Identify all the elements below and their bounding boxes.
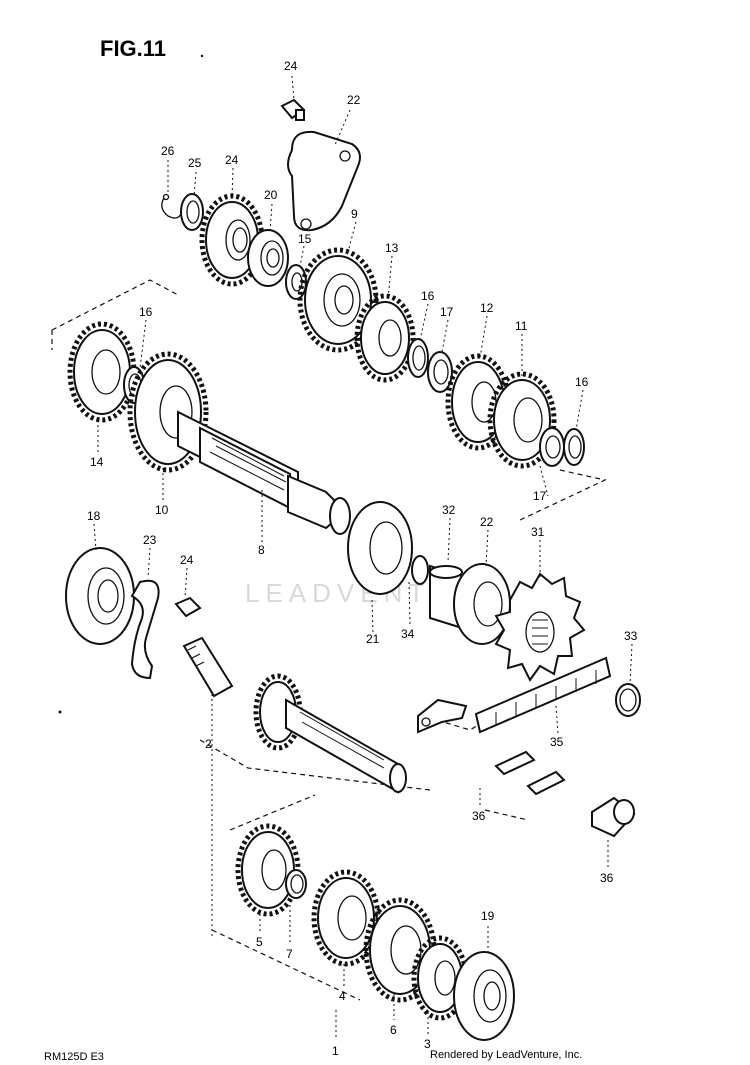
- washer-28: [180, 193, 204, 231]
- screw-26: [280, 98, 306, 121]
- washer-15: [285, 264, 307, 300]
- countershaft-assembly-outline: [51, 279, 607, 521]
- callout-33: 34: [401, 627, 415, 641]
- dowel-pin-36: [591, 796, 636, 838]
- callout-26: 24: [284, 59, 298, 73]
- callout-24: 24: [180, 553, 194, 567]
- callout-16-right: 16: [575, 375, 589, 389]
- callout-19: 19: [481, 909, 495, 923]
- callout-10: 10: [155, 503, 169, 517]
- screw-24: [174, 596, 202, 618]
- gear-3: [411, 935, 469, 1021]
- snap-ring-33: [411, 555, 429, 585]
- callout-4: 4: [339, 989, 346, 1003]
- callout-32: 33: [624, 629, 638, 643]
- bearing-19: [453, 951, 515, 1041]
- callout-1: 1: [332, 1044, 339, 1058]
- callout-21: 21: [366, 632, 380, 646]
- callout-17-upper: 17: [440, 305, 454, 319]
- bearing-18: [65, 547, 135, 645]
- callout-27: 24: [225, 153, 239, 167]
- circlip-32: [615, 683, 641, 717]
- leader-lines: [93, 75, 633, 1040]
- callout-34: 35: [550, 735, 564, 749]
- washer-17-lower: [539, 427, 565, 467]
- callouts: 24 22 26 25 24 20 15 9 13 16 17 12 11 16…: [87, 59, 638, 1058]
- callout-13: 13: [385, 241, 399, 255]
- callout-25: 22: [347, 93, 361, 107]
- circlip-7: [285, 869, 307, 899]
- master-link-35: [417, 698, 566, 796]
- callout-2: 2: [205, 737, 212, 751]
- gear-4: [311, 869, 381, 967]
- callout-3: 3: [424, 1037, 431, 1051]
- callout-20: 20: [264, 188, 278, 202]
- circlip-16-right: [563, 428, 585, 466]
- bearing-20: [247, 229, 289, 287]
- rendered-by-credit: Rendered by LeadVenture, Inc.: [430, 1049, 582, 1061]
- circlip-16-upper: [407, 338, 429, 378]
- bearing-plate-25: [287, 130, 361, 232]
- gear-14: [67, 321, 137, 423]
- callout-16-upper: 16: [421, 289, 435, 303]
- mainshaft-2: [182, 636, 407, 794]
- callout-6: 6: [390, 1023, 397, 1037]
- sprocket-30: [494, 572, 586, 682]
- callout-36: 36: [600, 871, 614, 885]
- bearing-21: [347, 501, 413, 595]
- callout-17-lower: 17: [533, 489, 547, 503]
- callout-16-left: 16: [139, 305, 153, 319]
- snap-ring-29: [161, 193, 183, 219]
- callout-5: 5: [256, 935, 263, 949]
- callout-14: 14: [90, 455, 104, 469]
- callout-7: 7: [286, 947, 293, 961]
- callout-35: 36: [472, 809, 486, 823]
- callout-8: 8: [258, 543, 265, 557]
- oil-seal-22: [453, 563, 511, 645]
- countershaft-8: [177, 410, 351, 535]
- callout-22: 22: [480, 515, 494, 529]
- callout-23: 23: [143, 533, 157, 547]
- gear-5: [235, 823, 301, 917]
- callout-9: 9: [351, 207, 358, 221]
- figure-title: FIG.11: [100, 36, 166, 61]
- bearing-retainer-23: [130, 579, 160, 680]
- gear-11: [487, 371, 557, 469]
- chain-34: [474, 656, 612, 734]
- callout-18: 18: [87, 509, 101, 523]
- callout-30: 31: [531, 525, 545, 539]
- callout-31: 32: [442, 503, 456, 517]
- model-code: RM125D E3: [44, 1051, 104, 1063]
- callout-15: 15: [298, 232, 312, 246]
- callout-11: 11: [515, 319, 528, 333]
- washer-17-upper: [427, 351, 453, 393]
- callout-28: 25: [188, 156, 202, 170]
- callout-29: 26: [161, 144, 175, 158]
- callout-12: 12: [480, 301, 494, 315]
- gear-13: [354, 293, 416, 383]
